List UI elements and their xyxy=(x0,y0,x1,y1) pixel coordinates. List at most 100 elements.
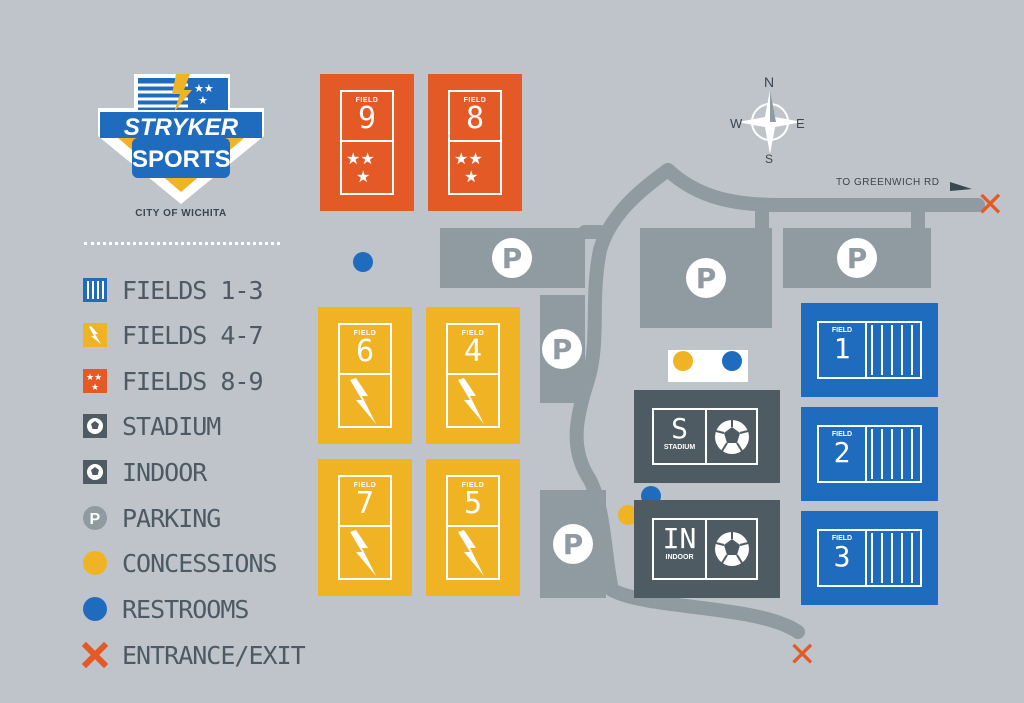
entrance-exit-icon xyxy=(82,642,108,668)
field-8[interactable]: FIELD 8 ★★★ xyxy=(428,74,522,211)
stadium-icon xyxy=(82,413,108,439)
fields-1-3-icon xyxy=(82,277,108,303)
parking-lot-2[interactable]: P xyxy=(540,295,585,403)
field-number: 2 xyxy=(833,436,851,469)
restrooms-marker[interactable] xyxy=(353,252,373,272)
restrooms-marker[interactable] xyxy=(722,351,742,371)
soccer-ball-icon xyxy=(707,410,756,463)
field-label: FIELD xyxy=(353,482,377,489)
indoor-name: INDOOR xyxy=(665,554,694,561)
parking-icon: P xyxy=(492,238,532,278)
field-label: FIELD xyxy=(355,97,379,104)
stars-icon: ★★★ xyxy=(342,143,392,194)
legend-label: FIELDS 4-7 xyxy=(122,320,264,350)
parking-lot-4[interactable]: P xyxy=(783,228,931,288)
road-label: TO GREENWICH RD xyxy=(836,177,940,188)
compass-e: E xyxy=(796,116,805,131)
compass-n: N xyxy=(764,74,775,90)
legend-label: ENTRANCE/EXIT xyxy=(122,640,306,670)
svg-text:★: ★ xyxy=(356,169,370,186)
legend-item-stadium: STADIUM xyxy=(82,411,221,441)
field-stripes xyxy=(871,325,916,375)
svg-text:★★: ★★ xyxy=(454,151,483,168)
field-label: FIELD xyxy=(463,97,487,104)
entrance-exit-marker[interactable]: ✕ xyxy=(788,635,817,675)
field-number: 4 xyxy=(463,334,483,369)
legend-divider xyxy=(84,242,280,245)
compass-s: S xyxy=(765,152,774,166)
lightning-icon xyxy=(448,376,498,427)
fields-8-9-icon: ★★★ xyxy=(82,368,108,394)
svg-text:★★: ★★ xyxy=(86,372,102,382)
stadium-building[interactable]: S STADIUM xyxy=(634,390,780,483)
field-label: FIELD xyxy=(461,330,485,337)
concessions-marker[interactable] xyxy=(618,505,638,525)
field-label: FIELD xyxy=(461,482,485,489)
field-9[interactable]: FIELD 9 ★★★ xyxy=(320,74,414,211)
field-label: FIELD xyxy=(353,330,377,337)
field-label: FIELD xyxy=(831,431,853,438)
brand-name-line2: SPORTS xyxy=(132,146,231,173)
legend-label: CONCESSIONS xyxy=(122,548,278,578)
field-number: 5 xyxy=(463,486,483,521)
field-4[interactable]: FIELD 4 xyxy=(426,307,520,444)
svg-text:★: ★ xyxy=(198,95,208,107)
field-7[interactable]: FIELD 7 xyxy=(318,459,412,596)
indoor-building[interactable]: IN INDOOR xyxy=(634,500,780,598)
soccer-ball-icon xyxy=(707,520,756,578)
stryker-sports-logo: ★★ ★ xyxy=(98,74,264,204)
fields-4-7-icon xyxy=(82,322,108,348)
lightning-icon xyxy=(340,528,390,579)
legend-label: STADIUM xyxy=(122,411,221,441)
parking-icon: P xyxy=(82,505,108,531)
field-number: 3 xyxy=(833,540,851,573)
field-number: 1 xyxy=(833,332,851,365)
legend-item-fields-4-7: FIELDS 4-7 xyxy=(82,320,264,350)
parking-icon: P xyxy=(686,258,726,298)
parking-lot-5[interactable]: P xyxy=(540,490,606,598)
legend-item-fields-8-9: ★★★ FIELDS 8-9 xyxy=(82,366,264,396)
concessions-icon xyxy=(82,550,108,576)
legend-item-concessions: CONCESSIONS xyxy=(82,548,278,578)
svg-text:P: P xyxy=(90,511,101,528)
indoor-code: IN xyxy=(662,522,697,555)
main-road xyxy=(569,163,805,639)
parking-icon: P xyxy=(837,238,877,278)
legend-item-fields-1-3: FIELDS 1-3 xyxy=(82,275,264,305)
brand-subtitle: CITY OF WICHITA xyxy=(135,208,227,219)
field-stripes xyxy=(871,533,916,583)
stadium-code: S xyxy=(671,412,688,445)
field-number: 9 xyxy=(357,101,377,136)
svg-text:★: ★ xyxy=(91,382,99,392)
restrooms-icon xyxy=(82,596,108,622)
legend-item-restrooms: RESTROOMS xyxy=(82,594,249,624)
svg-text:★★: ★★ xyxy=(346,151,375,168)
lightning-icon xyxy=(448,528,498,579)
parking-lot-1[interactable]: P xyxy=(440,228,585,288)
svg-text:★: ★ xyxy=(464,169,478,186)
parking-lot-3[interactable]: P xyxy=(640,228,772,328)
parking-icon: P xyxy=(553,524,593,564)
field-6[interactable]: FIELD 6 xyxy=(318,307,412,444)
legend-label: PARKING xyxy=(122,503,221,533)
field-5[interactable]: FIELD 5 xyxy=(426,459,520,596)
stadium-name: STADIUM xyxy=(663,444,696,451)
compass-w: W xyxy=(730,116,743,131)
road-arrow xyxy=(950,182,972,191)
lightning-icon xyxy=(340,376,390,427)
greenwich-road xyxy=(661,163,985,212)
field-label: FIELD xyxy=(831,327,853,334)
concessions-marker[interactable] xyxy=(673,351,693,371)
indoor-icon xyxy=(82,459,108,485)
svg-text:★★: ★★ xyxy=(194,83,214,95)
legend-label: RESTROOMS xyxy=(122,594,249,624)
legend-label: FIELDS 1-3 xyxy=(122,275,264,305)
field-stripes xyxy=(871,429,916,479)
entrance-exit-marker[interactable]: ✕ xyxy=(976,185,1005,225)
field-number: 7 xyxy=(355,486,375,521)
